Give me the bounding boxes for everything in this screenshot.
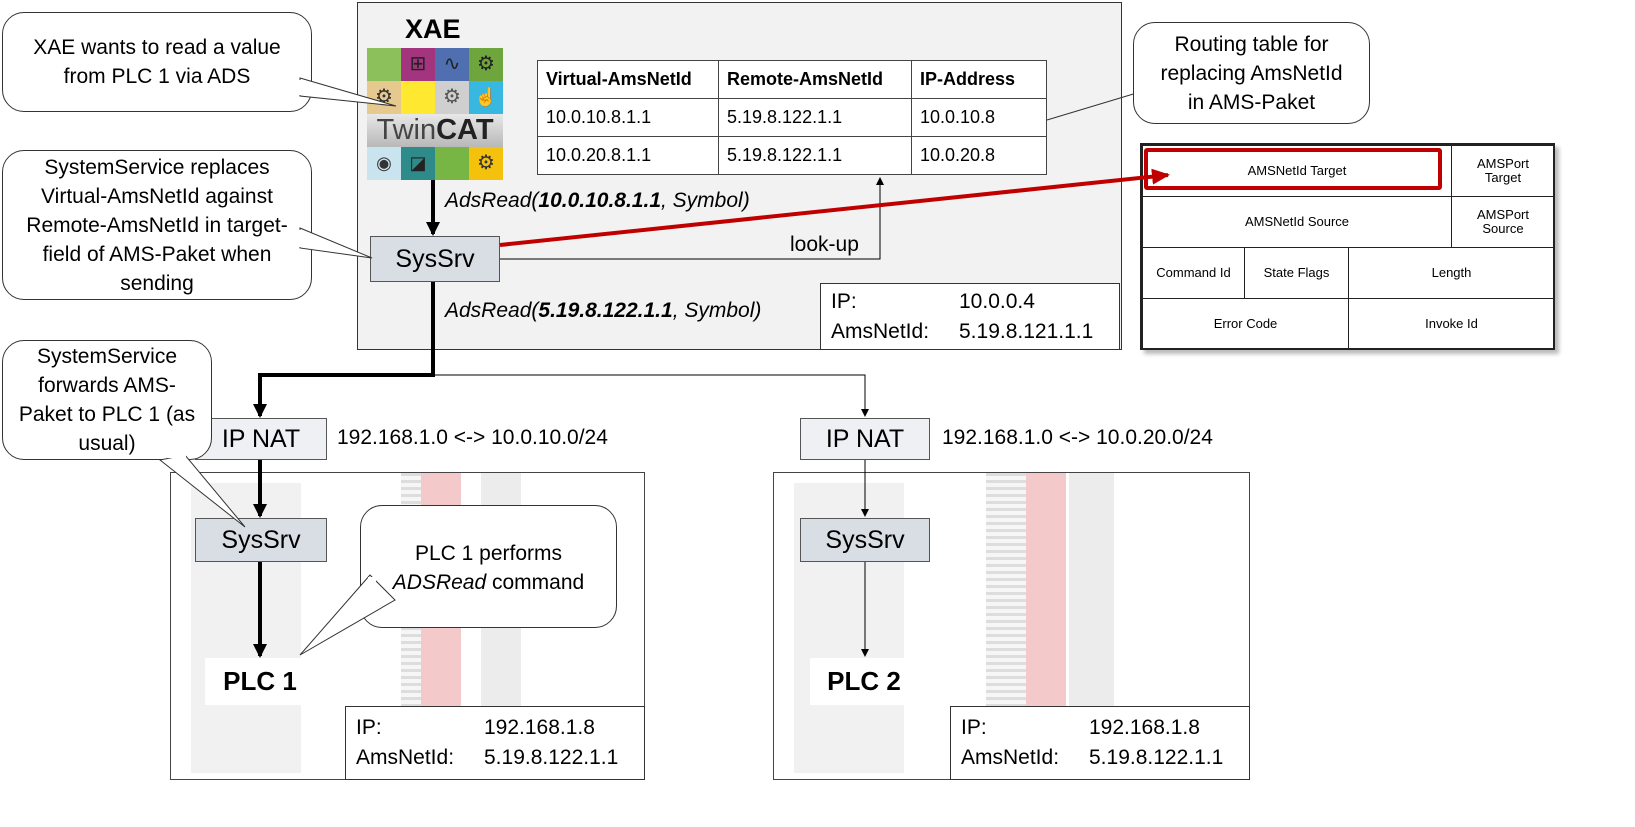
plc2-nat-rule: 192.168.1.0 <-> 10.0.20.0/24 [942,426,1213,449]
callout-routing-table: Routing table for replacing AmsNetId in … [1133,22,1370,124]
plc1-ip-nat: IP NAT [195,418,327,460]
callout-xae-read: XAE wants to read a value from PLC 1 via… [2,12,312,112]
cell: 10.0.10.8 [911,98,1047,137]
cell: 5.19.8.122.1.1 [718,136,912,175]
logo-text-twin: Twin [376,114,437,146]
xae-ip-box: IP:10.0.0.4 AmsNetId:5.19.8.121.1.1 [820,283,1120,350]
routing-table: Virtual-AmsNetId Remote-AmsNetId IP-Addr… [537,60,1047,175]
table-header-row: Virtual-AmsNetId Remote-AmsNetId IP-Addr… [537,60,1047,99]
callout-sysservice-forwards: SystemService forwards AMS-Paket to PLC … [2,340,212,460]
cell: 10.0.10.8.1.1 [537,98,719,137]
plc1-ip-box: IP:192.168.1.8 AmsNetId:5.19.8.122.1.1 [345,706,645,780]
plc2-sysrv: SysSrv [800,518,930,562]
plc1-nat-rule: 192.168.1.0 <-> 10.0.10.0/24 [337,426,608,449]
header-ip-address: IP-Address [911,60,1047,99]
plc2-name: PLC 2 [810,658,918,705]
sysrv-to-plc2-nat [433,374,869,417]
plc2-ip-nat: IP NAT [800,418,930,460]
twincat-logo: ⊞ ∿ ⚙ ⚙ ⚙ ☝ TwinCAT ◉ ◪ ⚙ [367,48,503,180]
routing-callout-tail [1046,91,1141,121]
plc1-sysrv: SysSrv [195,518,327,562]
lookup-label: look-up [790,233,859,256]
ads-read-virtual: AdsRead(10.0.10.8.1.1, Symbol) [445,189,750,212]
xae-sysrv: SysSrv [370,236,500,282]
sysrv-to-plc1-nat [253,282,435,418]
callout-sysservice-replaces: SystemService replaces Virtual-AmsNetId … [2,150,312,300]
plc1-name: PLC 1 [205,658,315,705]
table-row: 10.0.20.8.1.1 5.19.8.122.1.1 10.0.20.8 [537,136,1047,175]
target-highlight [1144,148,1442,190]
plc2-ip-box: IP:192.168.1.8 AmsNetId:5.19.8.122.1.1 [950,706,1250,780]
logo-text-cat: CAT [436,114,494,146]
ams-packet-diagram: AMSNetId Target AMSPort Target AMSNetId … [1140,143,1555,350]
invoke-id: Invoke Id [1348,298,1555,350]
cell: 10.0.20.8 [911,136,1047,175]
xae-title: XAE [405,14,461,44]
ads-read-remote: AdsRead(5.19.8.122.1.1, Symbol) [445,299,762,322]
header-remote-amsnetid: Remote-AmsNetId [718,60,912,99]
replace-arrow [499,168,1170,247]
table-row: 10.0.10.8.1.1 5.19.8.122.1.1 10.0.10.8 [537,98,1047,137]
cell: 10.0.20.8.1.1 [537,136,719,175]
